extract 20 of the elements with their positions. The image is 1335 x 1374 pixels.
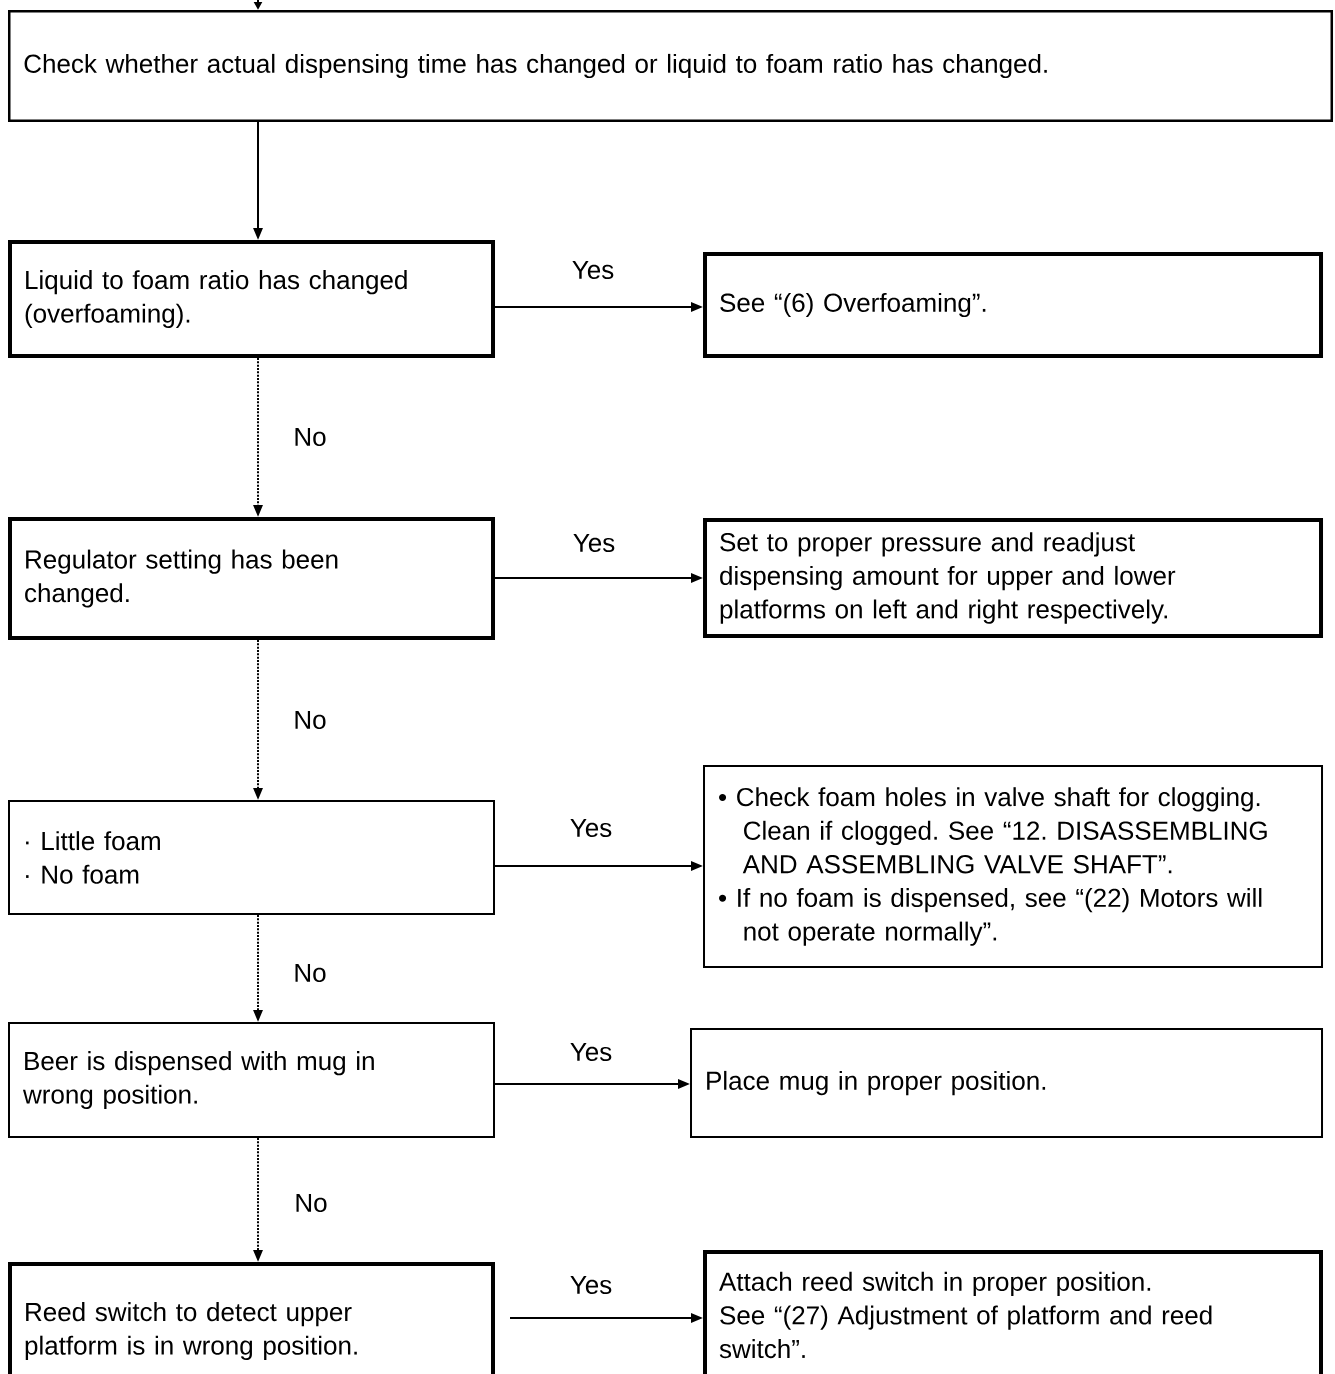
edge-label: Yes [570,1042,612,1062]
process-box: · Little foam · No foam [8,800,495,915]
edge-label: Yes [572,260,614,280]
edge-label: No [295,427,326,447]
process-box: Liquid to foam ratio has changed (overfoaming). [8,240,495,358]
process-box: • Check foam holes in valve shaft for clogging. Clean if clogged. See “12. DISASSEMBLING AND ASSEMBLING VALVE SHAFT”. • If no foam is dispensed, see “(22) Motors will not operate normally”. [703,765,1323,968]
process-box: Place mug in proper position. [690,1028,1323,1138]
edge-label: Yes [570,818,612,838]
edge-label: No [296,1193,327,1213]
process-box: Beer is dispensed with mug in wrong position. [8,1022,495,1138]
process-box: Reed switch to detect upper platform is in wrong position. [8,1262,495,1374]
edge-label: No [295,710,326,730]
edge-label: Yes [570,1275,612,1295]
process-box: Check whether actual dispensing time has changed or liquid to foam ratio has changed. [8,10,1334,122]
edge-label: Yes [573,533,615,553]
process-box: Regulator setting has been changed. [8,517,495,640]
process-box: Set to proper pressure and readjust dispensing amount for upper and lower platforms on left and right respectively. [703,518,1323,638]
process-box: See “(6) Overfoaming”. [703,252,1323,358]
edge-label: No [295,963,326,983]
process-box: Attach reed switch in proper position. See “(27) Adjustment of platform and reed switch”. [703,1250,1323,1374]
